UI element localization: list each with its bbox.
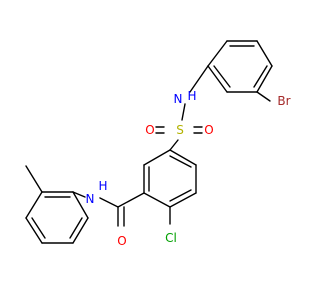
structure-canvas: N H S O O Br N H O Cl xyxy=(25,40,291,248)
bond xyxy=(25,217,43,244)
bond xyxy=(256,65,273,93)
bond xyxy=(207,65,228,93)
atom-chlorine: Cl xyxy=(165,231,177,245)
bond xyxy=(69,217,83,239)
bond xyxy=(181,103,186,121)
chemical-structure-diagram: N H S O O Br N H O Cl xyxy=(25,40,291,248)
bond xyxy=(169,155,192,168)
bond xyxy=(189,65,209,93)
bond xyxy=(213,65,231,88)
bond xyxy=(25,191,43,219)
bond xyxy=(99,197,119,208)
bond-group xyxy=(25,40,273,244)
bond xyxy=(117,192,145,208)
bond xyxy=(143,149,171,166)
bond xyxy=(72,191,86,198)
bond xyxy=(72,217,89,244)
atom-oxygen-carbonyl: O xyxy=(117,234,126,248)
bond xyxy=(72,191,89,219)
atom-oxygen-right: O xyxy=(204,123,213,137)
atom-oxygen-left: O xyxy=(145,123,154,137)
bond xyxy=(31,217,46,239)
bond xyxy=(207,40,228,67)
atom-hydrogen-amide: H xyxy=(98,179,107,193)
atom-nitrogen-amide: N xyxy=(86,192,95,206)
atom-hydrogen-sulfonamide: H xyxy=(187,89,196,103)
bond xyxy=(169,192,197,208)
bond xyxy=(169,139,179,151)
bond xyxy=(253,65,268,88)
bond xyxy=(256,40,273,67)
bond xyxy=(25,165,43,193)
atom-bromine: Br xyxy=(277,94,290,108)
atom-sulfur: S xyxy=(176,123,184,137)
atom-nitrogen-sulfonamide: N xyxy=(174,92,183,106)
bond xyxy=(143,192,171,208)
bond xyxy=(256,91,271,102)
bond xyxy=(169,149,197,166)
bond xyxy=(169,189,192,202)
